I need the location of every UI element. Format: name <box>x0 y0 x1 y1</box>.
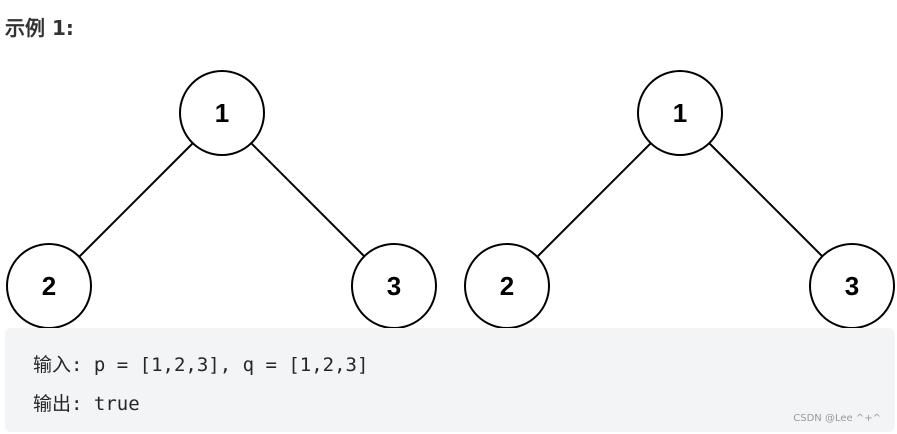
tree-q: 1 2 3 <box>464 70 895 329</box>
tree-q-root-label: 1 <box>673 98 687 128</box>
tree-p: 1 2 3 <box>6 70 437 329</box>
tree-q-edge-left <box>536 142 652 258</box>
output-line: 输出: true <box>33 393 140 415</box>
example-code-block: 输入: p = [1,2,3], q = [1,2,3] 输出: true CS… <box>5 328 895 432</box>
tree-p-root-node <box>179 70 265 156</box>
tree-q-edge-right <box>708 142 824 258</box>
input-line: 输入: p = [1,2,3], q = [1,2,3] <box>33 354 369 376</box>
example-title: 示例 1: <box>5 16 74 40</box>
tree-p-root-label: 1 <box>215 98 229 128</box>
tree-p-right-label: 3 <box>387 271 401 301</box>
tree-q-root-node <box>637 70 723 156</box>
tree-p-left-label: 2 <box>42 271 56 301</box>
tree-p-edge-left <box>78 142 194 258</box>
watermark: CSDN @Lee ^+^ <box>793 413 881 424</box>
tree-p-edge-right <box>250 142 366 258</box>
tree-q-right-label: 3 <box>845 271 859 301</box>
tree-q-left-label: 2 <box>500 271 514 301</box>
